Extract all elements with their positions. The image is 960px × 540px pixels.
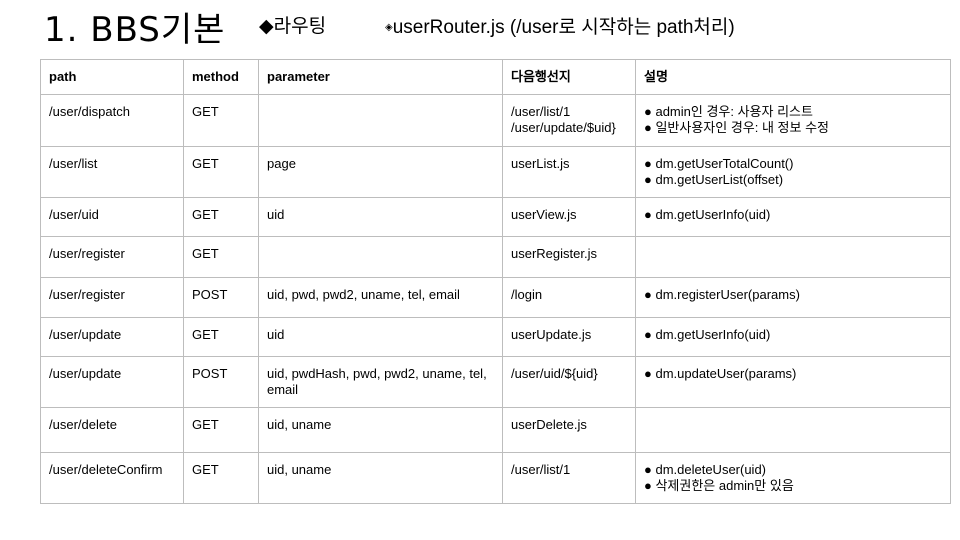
section-heading: ◆라우팅 [259, 15, 327, 37]
description-line: ● dm.registerUser(params) [644, 287, 800, 302]
next-destination-line: userRegister.js [511, 246, 597, 261]
diamond-bullet-icon: ◈ [385, 22, 393, 33]
method-cell: GET [183, 452, 259, 504]
parameter-cell: uid, pwd, pwd2, uname, tel, email [258, 277, 503, 318]
path-cell: /user/register [40, 277, 184, 318]
slide-title: 1. BBS기본 [44, 10, 226, 50]
next-destination-cell: userDelete.js [502, 407, 636, 453]
next-destination-line: userDelete.js [511, 417, 587, 432]
next-destination-cell: /user/list/1 [502, 452, 636, 504]
description-cell: ● dm.deleteUser(uid)● 삭제권한은 admin만 있음 [635, 452, 951, 504]
next-destination-line: /user/uid/${uid} [511, 366, 598, 381]
description-cell: ● dm.getUserTotalCount()● dm.getUserList… [635, 146, 951, 198]
description-cell: ● dm.updateUser(params) [635, 356, 951, 408]
description-line: ● dm.getUserList(offset) [644, 172, 784, 187]
description-cell: ● dm.getUserInfo(uid) [635, 197, 951, 237]
parameter-cell: uid [258, 317, 503, 357]
next-destination-line: /user/update/$uid} [511, 120, 616, 135]
next-destination-cell: userList.js [502, 146, 636, 198]
path-cell: /user/delete [40, 407, 184, 453]
next-destination-line: /user/list/1 [511, 104, 571, 119]
router-file-note-text: userRouter.js (/user로 시작하는 path처리) [392, 17, 735, 38]
path-cell: /user/update [40, 356, 184, 408]
table-header-row: path method parameter 다음행선지 설명 [40, 59, 951, 95]
method-cell: GET [183, 407, 259, 453]
column-header-path: path [40, 59, 184, 95]
description-line: ● admin인 경우: 사용자 리스트 [644, 104, 813, 119]
description-line: ● dm.getUserInfo(uid) [644, 327, 771, 342]
description-cell [635, 407, 951, 453]
router-file-note: ◈userRouter.js (/user로 시작하는 path처리) [385, 14, 735, 42]
parameter-cell: uid, pwdHash, pwd, pwd2, uname, tel, ema… [258, 356, 503, 408]
description-cell: ● dm.getUserInfo(uid) [635, 317, 951, 357]
method-cell: GET [183, 197, 259, 237]
next-destination-line: userUpdate.js [511, 327, 592, 342]
column-header-next: 다음행선지 [502, 59, 636, 95]
description-line: ● dm.getUserTotalCount() [644, 156, 794, 171]
route-table: path method parameter 다음행선지 설명 /user/dis… [40, 59, 951, 504]
description-cell: ● admin인 경우: 사용자 리스트● 일반사용자인 경우: 내 정보 수정 [635, 94, 951, 147]
next-destination-line: /login [511, 287, 543, 302]
next-destination-line: /user/list/1 [511, 462, 571, 477]
parameter-cell [258, 236, 503, 278]
description-line: ● dm.getUserInfo(uid) [644, 207, 771, 222]
parameter-cell: uid, uname [258, 452, 503, 504]
description-line: ● dm.deleteUser(uid) [644, 462, 767, 477]
path-cell: /user/dispatch [40, 94, 184, 147]
path-cell: /user/deleteConfirm [40, 452, 184, 504]
method-cell: GET [183, 146, 259, 198]
parameter-cell [258, 94, 503, 147]
parameter-cell: page [258, 146, 503, 198]
method-cell: POST [183, 356, 259, 408]
next-destination-line: userView.js [511, 207, 577, 222]
description-line: ● 일반사용자인 경우: 내 정보 수정 [644, 120, 830, 135]
next-destination-line: userList.js [511, 156, 570, 171]
path-cell: /user/uid [40, 197, 184, 237]
description-cell [635, 236, 951, 278]
next-destination-cell: userUpdate.js [502, 317, 636, 357]
column-header-method: method [183, 59, 259, 95]
description-line: ● 삭제권한은 admin만 있음 [644, 478, 794, 493]
path-cell: /user/list [40, 146, 184, 198]
method-cell: GET [183, 236, 259, 278]
path-cell: /user/update [40, 317, 184, 357]
next-destination-cell: /user/list/1/user/update/$uid} [502, 94, 636, 147]
description-cell: ● dm.registerUser(params) [635, 277, 951, 318]
next-destination-cell: userRegister.js [502, 236, 636, 278]
path-cell: /user/register [40, 236, 184, 278]
description-line: ● dm.updateUser(params) [644, 366, 797, 381]
column-header-description: 설명 [635, 59, 951, 95]
next-destination-cell: userView.js [502, 197, 636, 237]
method-cell: POST [183, 277, 259, 318]
parameter-cell: uid [258, 197, 503, 237]
next-destination-cell: /user/uid/${uid} [502, 356, 636, 408]
column-header-parameter: parameter [258, 59, 503, 95]
method-cell: GET [183, 317, 259, 357]
method-cell: GET [183, 94, 259, 147]
next-destination-cell: /login [502, 277, 636, 318]
parameter-cell: uid, uname [258, 407, 503, 453]
